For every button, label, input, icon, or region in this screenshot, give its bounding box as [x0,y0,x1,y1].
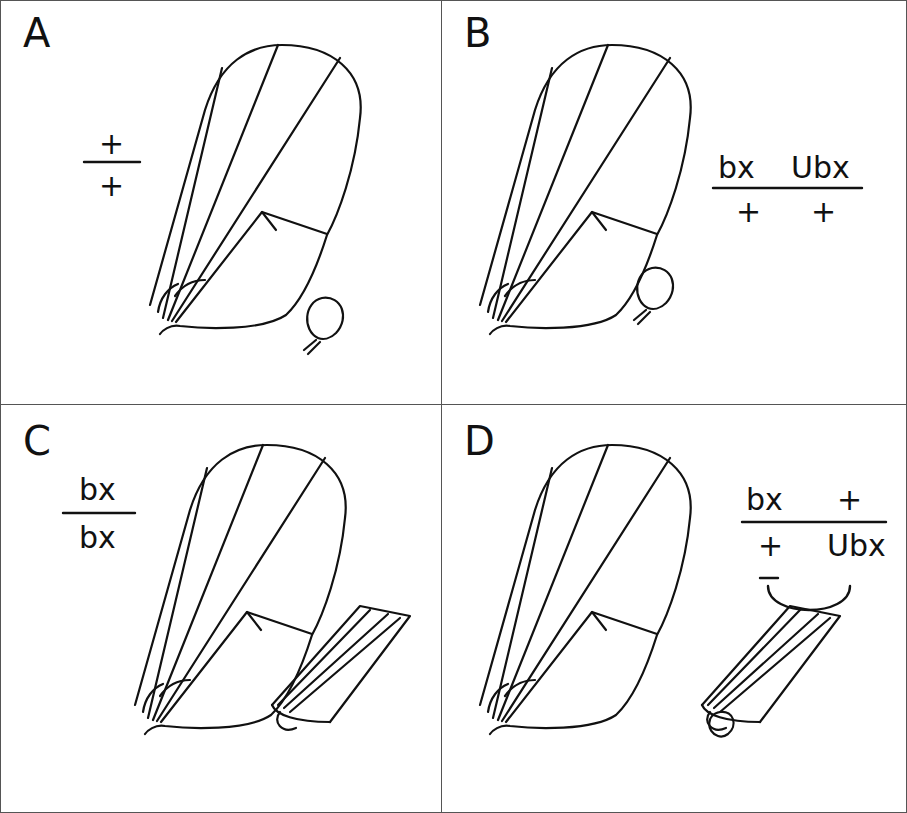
genotype-allele: bx [746,485,783,515]
genotype-allele: bx [79,523,116,553]
figure-panel: Dbx + + Ubx [441,404,907,813]
genotype-allele: bx [79,475,116,505]
genotype-allele: + [811,197,836,227]
genotype-allele: + [837,485,862,515]
figure-panel: A + + [0,0,442,405]
panel-letter: D [464,421,495,461]
genotype-allele: + [99,171,124,201]
panel-letter: B [464,13,491,53]
genotype-allele: bx [718,153,755,183]
panel-letter: C [23,421,51,461]
figure-panel: Cbx bx [0,404,442,813]
panel-letter: A [23,13,50,53]
genotype-allele: + [758,531,783,561]
genotype-allele: + [736,197,761,227]
figure-panel: Bbx Ubx + + [441,0,907,405]
genotype-allele: Ubx [827,531,886,561]
genotype-allele: + [99,129,124,159]
genotype-allele: Ubx [791,153,850,183]
